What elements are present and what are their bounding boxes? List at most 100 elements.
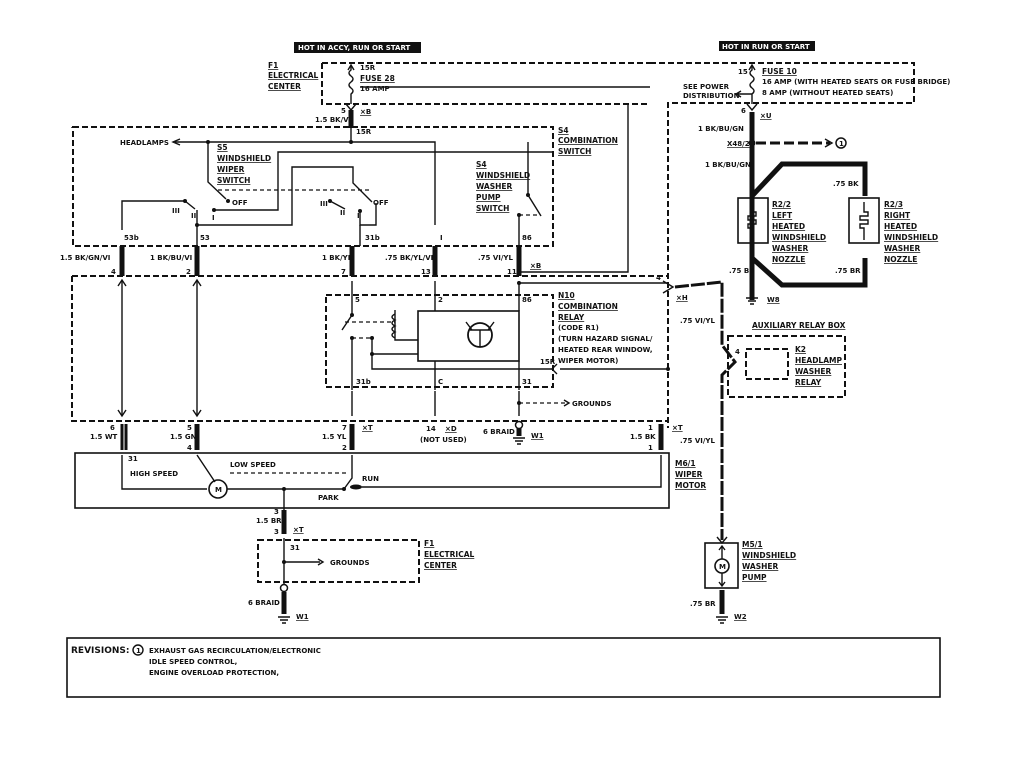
left-nozzle-l2: HEATED [772,222,805,231]
motor-low-speed: LOW SPEED [230,461,276,469]
fuse28-element [348,66,354,104]
right-nozzle-wire-bot: .75 BR [835,267,861,275]
aux-wire-bot: .75 VI/YL [680,437,715,445]
fuse28-wire: 1.5 BK/VI [315,116,351,124]
wire-53b: 1.5 BK/GN/VI [60,254,110,262]
pin-53: 2 [186,268,191,276]
relay-term-31b: 31b [356,378,371,386]
wiper-motor-box [74,452,670,509]
s4-washer-l2: WASHER [476,182,513,191]
relay-code: (CODE R1) [558,324,599,332]
washer-pump-ref: M5/1 [742,540,763,549]
wire-86: .75 VI/YL [478,254,513,262]
conn-notused: ×D [445,425,457,433]
gc-wire: 1.5 BR [256,517,282,525]
s4-name1: COMBINATION [558,136,618,145]
washer-pump-wire: .75 BR [690,600,716,608]
wire-I: .75 BK/YL/VI [385,254,433,262]
s5b-pos3: III [320,200,328,208]
motor-term31: 31 [128,455,138,463]
aux-relay-l3: RELAY [795,378,822,387]
pin-gn-bot: 4 [187,444,192,452]
relay-term-C: C [438,378,443,386]
relay-desc2: HEATED REAR WINDOW, [558,346,653,354]
s4-washer-l3: PUMP [476,193,501,202]
revisions-label: REVISIONS: [71,646,130,656]
s5-off: OFF [232,199,248,207]
fuse10-rating1: 16 AMP (WITH HEATED SEATS OR FUSE BRIDGE… [762,78,950,86]
s5-pos2: II [191,212,196,220]
revision-marker-label: 1 [839,140,844,148]
relay-desc3: WIPER MOTOR) [558,357,618,365]
relay-module [417,310,520,362]
s5-pos3: III [172,207,180,215]
relay-term-5: 5 [355,296,360,304]
s5-l2: WIPER [217,165,245,174]
wire-53: 1 BK/BU/VI [150,254,192,262]
conn-yl: ×T [362,424,373,432]
s4-washer-ref: S4 [476,160,487,169]
fuse10-element [749,66,755,104]
wiper-motor: 31 HIGH SPEED LOW SPEED M PARK RUN M6/1 … [74,452,706,510]
gc-grounds: GROUNDS [330,559,369,567]
pin-86: 11 [507,268,517,276]
revisions-line2: IDLE SPEED CONTROL, [149,658,237,666]
aux-relay-l1: HEADLAMP [795,356,842,365]
header-hot-run-label: HOT IN RUN OR START [722,43,810,51]
s5-ref: S5 [217,143,228,152]
headlamps-label: HEADLAMPS [120,139,169,147]
motor-park: PARK [318,494,339,502]
gc-ground: W1 [296,613,309,621]
aux-relay-wiring: 4 ×H .75 VI/YL .75 VI/YL AUXILIARY RELAY… [656,274,846,540]
fuse10-splice: X48/2 [727,140,750,148]
s4-term15r: 15R [356,128,372,136]
washer-pump-l2: WASHER [742,562,779,571]
ground-w1-label: W1 [531,432,544,440]
washer-pump-m: M [719,563,726,571]
s4-term-I: I [440,234,443,242]
relay-name2: RELAY [558,313,585,322]
right-nozzle-l5: NOZZLE [884,255,917,264]
aux-conn-pin: 4 [656,274,661,282]
revisions-box: REVISIONS: 1 EXHAUST GAS RECIRCULATION/E… [66,637,941,698]
fuse28-name1: ELECTRICAL [268,71,319,80]
washer-pump-l3: PUMP [742,573,767,582]
fuse10-wire1: 1 BK/BU/GN [698,125,744,133]
aux-relay-ref: K2 [795,345,806,354]
s4-washer-l4: SWITCH [476,204,509,213]
header-hot-accy: HOT IN ACCY, RUN OR START [294,42,421,53]
notused-label: (NOT USED) [420,436,467,444]
gc-term: 31 [290,544,300,552]
wire-bk: 1.5 BK [630,433,656,441]
fuse10-term: 15 [738,68,748,76]
aux-conn: ×H [676,294,688,302]
s4-term-31b: 31b [365,234,380,242]
s5-l1: WINDSHIELD [217,154,271,163]
s5-pos1: I [212,214,215,222]
s5-l3: SWITCH [217,176,250,185]
pin-31b: 7 [341,268,346,276]
left-nozzle-heater [737,197,769,244]
relay-term-15r: 15R [540,358,556,366]
left-nozzle-l5: NOZZLE [772,255,805,264]
gc-name1: ELECTRICAL [424,550,475,559]
left-nozzle-l1: LEFT [772,211,793,220]
revision-marker-icon [132,644,144,656]
aux-relay-title: AUXILIARY RELAY BOX [752,321,846,330]
pin-yl-bot: 2 [342,444,347,452]
ground-w1-icon [513,437,525,445]
left-nozzle-l4: WASHER [772,244,809,253]
s4-ref: S4 [558,126,569,135]
s4-term-53: 53 [200,234,210,242]
gc-conn: ×T [293,526,304,534]
left-nozzle-wire-bot: .75 BR [729,267,755,275]
header-hot-accy-label: HOT IN ACCY, RUN OR START [298,44,411,52]
motor-run: RUN [362,475,379,483]
wire-gn: 1.5 GN [170,433,197,441]
revision-marker-icon [835,137,847,149]
ground-w8-label: W8 [767,296,780,304]
fuse10-label: FUSE 10 [762,67,797,76]
revisions-marker-label: 1 [136,647,141,655]
fuse28-pin: 5 [341,107,346,115]
relay-term-2: 2 [438,296,443,304]
